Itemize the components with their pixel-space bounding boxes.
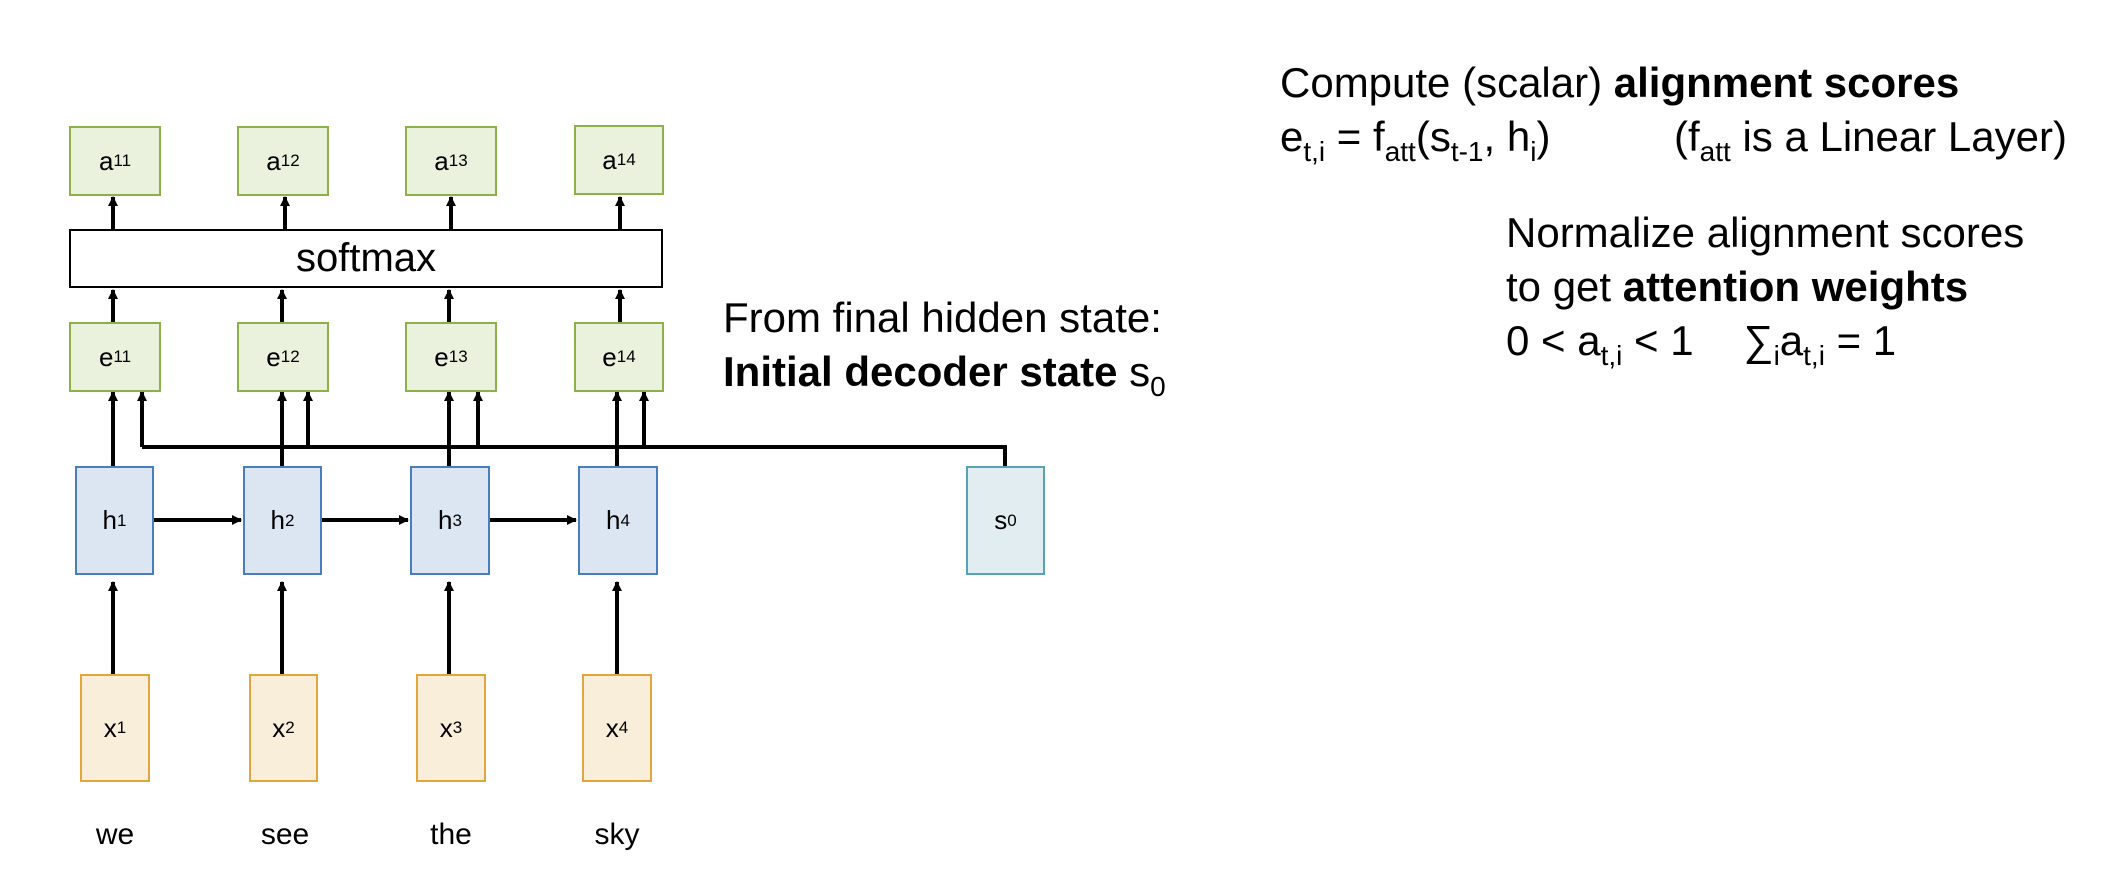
initial-decoder-line2: Initial decoder state s0 bbox=[723, 348, 1166, 402]
normalize-line1: Normalize alignment scores bbox=[1506, 209, 2025, 256]
alignment-scores-heading: Compute (scalar) alignment scores bbox=[1280, 59, 1960, 106]
initial-decoder-line1: From final hidden state: bbox=[723, 294, 1162, 341]
normalize-line2: to get attention weights bbox=[1506, 263, 1969, 310]
alignment-scores-note: Compute (scalar) alignment scores et,i =… bbox=[1280, 56, 1959, 179]
decoder-state-bus bbox=[142, 445, 1007, 466]
initial-decoder-note: From final hidden state: Initial decoder… bbox=[723, 291, 1166, 414]
alignment-score-formula: et,i = fatt(st-1, hi) bbox=[1280, 113, 1551, 167]
normalize-note: Normalize alignment scores to get attent… bbox=[1506, 206, 2024, 383]
input-word-see: see bbox=[260, 818, 310, 851]
softmax-layer: softmax bbox=[69, 229, 663, 288]
softmax-label: softmax bbox=[295, 236, 437, 280]
normalize-constraints: 0 < at,i < 1∑iat,i = 1 bbox=[1506, 317, 1897, 371]
fatt-aside: (fatt is a Linear Layer) bbox=[1674, 113, 2067, 167]
input-word-the: the bbox=[430, 818, 472, 851]
input-word-sky: sky bbox=[594, 818, 640, 851]
input-word-we: we bbox=[95, 818, 135, 851]
